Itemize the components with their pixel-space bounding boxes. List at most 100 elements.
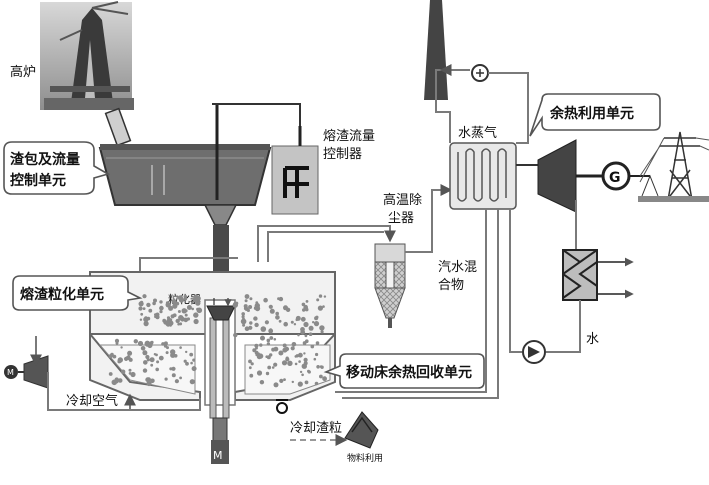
- slag-particle: [191, 307, 194, 311]
- power-tower-icon: [638, 131, 709, 202]
- waste-heat-unit-label: 余热利用单元: [549, 105, 634, 122]
- slag-particle: [299, 370, 303, 374]
- slag-particle: [315, 341, 320, 345]
- slag-particle: [255, 346, 258, 350]
- slag-particle: [153, 353, 157, 356]
- slag-particle: [259, 343, 263, 347]
- slag-particle: [310, 344, 315, 349]
- slag-particle: [149, 341, 154, 345]
- slag-particle: [248, 359, 252, 364]
- slag-particle: [248, 305, 253, 309]
- blast-furnace-label: 高炉: [10, 64, 36, 80]
- slag-particle: [259, 380, 265, 385]
- cold-slag-label: 冷却渣粒: [290, 421, 342, 436]
- water-label: 水: [586, 332, 599, 347]
- slag-particle: [279, 378, 284, 383]
- slag-particle: [158, 355, 164, 361]
- dust-remover-label-1: 高温除: [383, 192, 422, 208]
- slag-particle: [120, 346, 123, 349]
- slag-particle: [192, 358, 196, 362]
- slag-particle: [271, 347, 276, 352]
- slag-particle: [273, 362, 278, 367]
- slag-particle: [266, 342, 271, 346]
- slag-particle: [146, 302, 151, 308]
- slag-particle: [193, 312, 199, 318]
- slag-particle: [146, 316, 151, 321]
- slag-flow-controller-label-1: 熔渣流量: [323, 129, 375, 144]
- slag-particle: [170, 352, 176, 358]
- slag-particle: [108, 372, 113, 376]
- slag-particle: [277, 297, 280, 301]
- slag-particle: [319, 365, 323, 368]
- slag-particle: [169, 324, 172, 327]
- slag-particle: [268, 328, 274, 334]
- slag-particle: [246, 308, 250, 312]
- slag-particle: [312, 321, 315, 324]
- slag-particle: [179, 346, 182, 349]
- slag-particle: [192, 297, 198, 302]
- steam-water-mix-label-1: 汽水混: [438, 260, 477, 275]
- slag-particle: [278, 319, 282, 323]
- exhaust-duct: [488, 72, 529, 144]
- slag-particle: [254, 305, 261, 312]
- slag-particle: [269, 308, 275, 314]
- slag-particle: [314, 381, 319, 386]
- slag-particle: [297, 334, 300, 337]
- cooling-air-pipe: [47, 372, 201, 411]
- slag-particle: [166, 346, 169, 350]
- slag-particle: [300, 316, 306, 322]
- motor-icon: [4, 365, 18, 379]
- blast-furnace-photo-icon: [40, 1, 134, 110]
- slag-ladle-unit-label-2: 控制单元: [10, 172, 66, 189]
- slag-particle: [308, 325, 314, 331]
- slag-particle: [305, 339, 309, 344]
- slag-particle: [252, 348, 257, 353]
- slag-particle: [249, 297, 253, 301]
- slag-particle: [287, 360, 293, 366]
- slag-particle: [255, 301, 259, 305]
- steam-water-mix-label-2: 合物: [438, 278, 464, 293]
- bottom-motor-label: M: [213, 449, 223, 462]
- slag-particle: [185, 350, 188, 354]
- slag-particle: [137, 340, 144, 347]
- slag-particle: [268, 304, 273, 309]
- slag-particle: [298, 360, 301, 363]
- slag-particle: [159, 310, 163, 314]
- slag-particle: [265, 355, 269, 359]
- slag-particle: [181, 308, 187, 314]
- slag-particle: [281, 360, 288, 366]
- slag-particle: [175, 318, 180, 324]
- hot-gas-pipe-2: [267, 231, 384, 238]
- slag-particle: [142, 368, 148, 373]
- slag-particle: [140, 346, 146, 351]
- slag-particle: [169, 367, 173, 371]
- slag-particle: [241, 312, 245, 316]
- slag-particle: [316, 365, 320, 369]
- cooling-air-label: 冷却空气: [66, 393, 118, 409]
- slag-particle: [317, 305, 323, 311]
- slag-particle: [115, 380, 119, 384]
- slag-particle: [174, 379, 179, 384]
- water-return-pipe-1: [335, 209, 487, 393]
- slag-particle: [242, 314, 245, 317]
- slag-particle: [178, 315, 184, 321]
- slag-particle: [142, 294, 147, 299]
- slag-particle: [161, 342, 165, 346]
- slag-particle: [290, 320, 294, 324]
- dust-collector-icon: [374, 243, 406, 328]
- slag-particle: [294, 362, 298, 366]
- slag-particle: [303, 357, 308, 362]
- slag-particle: [249, 321, 253, 325]
- slag-particle: [120, 369, 126, 375]
- callout-slag-ladle-unit: [3, 141, 111, 195]
- slag-particle: [250, 362, 254, 366]
- slag-particle: [146, 380, 152, 387]
- slag-particle: [183, 359, 187, 363]
- slag-particle: [291, 380, 294, 384]
- slag-particle: [150, 363, 154, 367]
- slag-particle: [165, 321, 170, 327]
- slag-particle: [232, 302, 238, 308]
- slag-particle: [322, 305, 325, 308]
- slag-particle: [322, 376, 327, 382]
- slag-particle: [114, 338, 120, 343]
